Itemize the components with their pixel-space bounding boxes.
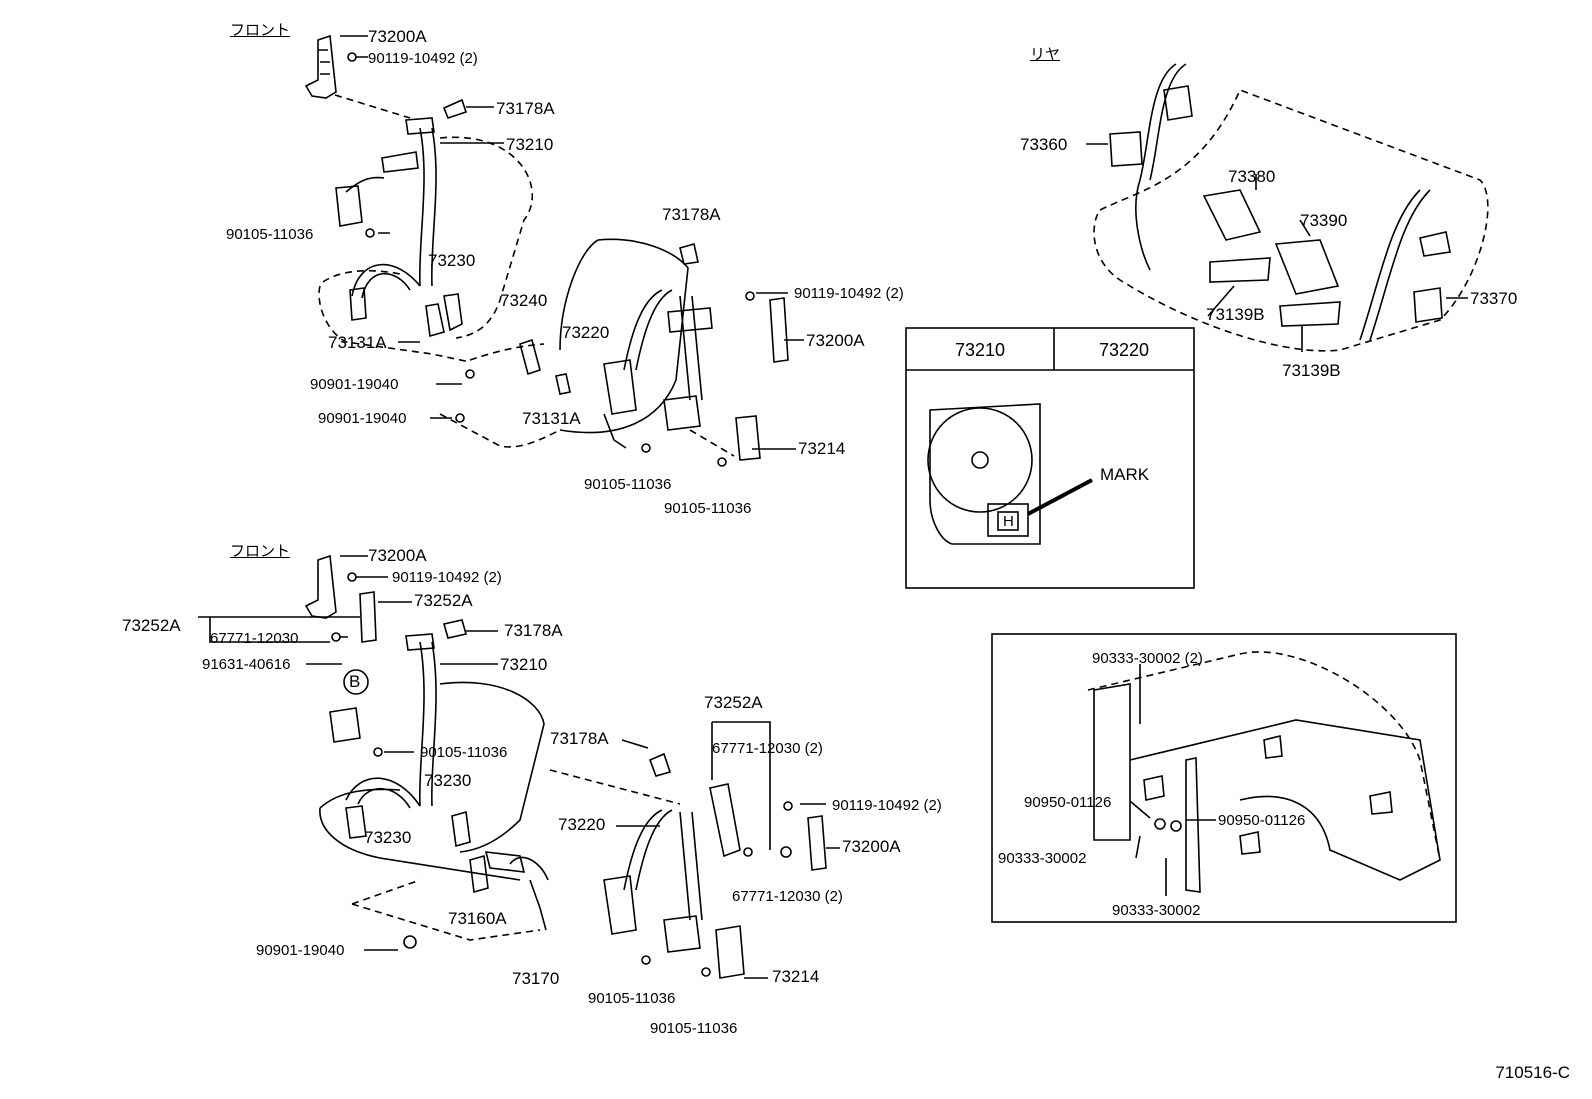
- callout-b: B: [349, 672, 361, 691]
- part-73252A: 73252A: [414, 591, 473, 610]
- part-90105-11036: 90105-11036: [650, 1020, 738, 1037]
- part-73210: 73210: [500, 655, 548, 674]
- rear-assembly: [1086, 63, 1489, 352]
- part-90333-30002: 90333-30002: [998, 850, 1087, 867]
- part-90950-01126: 90950-01126: [1024, 794, 1112, 811]
- part-73139B: 73139B: [1206, 305, 1265, 324]
- part-90119-10492: 90119-10492 (2): [392, 569, 502, 586]
- part-90333-30002: 90333-30002: [1112, 902, 1201, 919]
- part-67771-12030: 67771-12030 (2): [732, 888, 843, 905]
- part-90105-11036: 90105-11036: [664, 500, 752, 517]
- mark-label: MARK: [1100, 465, 1150, 484]
- mark-table-col-73220: 73220: [1098, 340, 1150, 360]
- part-90105-11036: 90105-11036: [226, 226, 314, 243]
- part-73200A: 73200A: [368, 546, 427, 565]
- part-73200A: 73200A: [806, 331, 865, 350]
- part-73178A: 73178A: [496, 99, 555, 118]
- part-73200A: 73200A: [842, 837, 901, 856]
- part-73131A: 73131A: [328, 333, 387, 352]
- part-90901-19040: 90901-19040: [310, 376, 399, 393]
- part-90119-10492: 90119-10492 (2): [368, 50, 478, 67]
- part-73252A: 73252A: [704, 693, 763, 712]
- part-90105-11036: 90105-11036: [420, 744, 508, 761]
- part-73240: 73240: [500, 291, 548, 310]
- part-73380: 73380: [1228, 167, 1276, 186]
- part-90950-01126: 90950-01126: [1218, 812, 1306, 829]
- part-73230: 73230: [424, 771, 472, 790]
- part-73210: 73210: [506, 135, 554, 154]
- part-73160A: 73160A: [448, 909, 507, 928]
- mark-h-symbol: H: [1003, 513, 1014, 530]
- part-90119-10492: 90119-10492 (2): [832, 797, 942, 814]
- part-90119-10492: 90119-10492 (2): [794, 285, 904, 302]
- part-73178A: 73178A: [504, 621, 563, 640]
- part-67771-12030: 67771-12030: [210, 630, 299, 647]
- part-73252A: 73252A: [122, 616, 181, 635]
- part-73170: 73170: [512, 969, 560, 988]
- part-73139B: 73139B: [1282, 361, 1341, 380]
- part-73230: 73230: [364, 828, 412, 847]
- part-90333-30002: 90333-30002 (2): [1092, 650, 1203, 667]
- section-front-bottom: フロント: [230, 543, 291, 560]
- part-73370: 73370: [1470, 289, 1518, 308]
- part-73178A: 73178A: [662, 205, 721, 224]
- part-67771-12030: 67771-12030 (2): [712, 740, 823, 757]
- section-rear: リヤ: [1030, 46, 1061, 63]
- part-73220: 73220: [562, 323, 610, 342]
- part-73230: 73230: [428, 251, 476, 270]
- part-73214: 73214: [772, 967, 820, 986]
- section-front-top: フロント: [230, 22, 291, 39]
- part-73178A: 73178A: [550, 729, 609, 748]
- front-top-assembly: [304, 34, 804, 467]
- part-73200A: 73200A: [368, 27, 427, 46]
- part-73360: 73360: [1020, 135, 1068, 154]
- part-90901-19040: 90901-19040: [318, 410, 407, 427]
- part-91631-40616: 91631-40616: [202, 656, 291, 673]
- part-73220: 73220: [558, 815, 606, 834]
- drawing-code: 710516-C: [1495, 1063, 1570, 1082]
- detail-box: [991, 633, 1457, 923]
- part-90901-19040: 90901-19040: [256, 942, 345, 959]
- part-73390: 73390: [1300, 211, 1348, 230]
- part-90105-11036: 90105-11036: [588, 990, 676, 1007]
- front-bottom-assembly: [198, 554, 840, 979]
- part-73214: 73214: [798, 439, 846, 458]
- part-90105-11036: 90105-11036: [584, 476, 672, 493]
- mark-table-col-73210: 73210: [954, 340, 1006, 360]
- part-73131A: 73131A: [522, 409, 581, 428]
- mark-box: [905, 327, 1195, 589]
